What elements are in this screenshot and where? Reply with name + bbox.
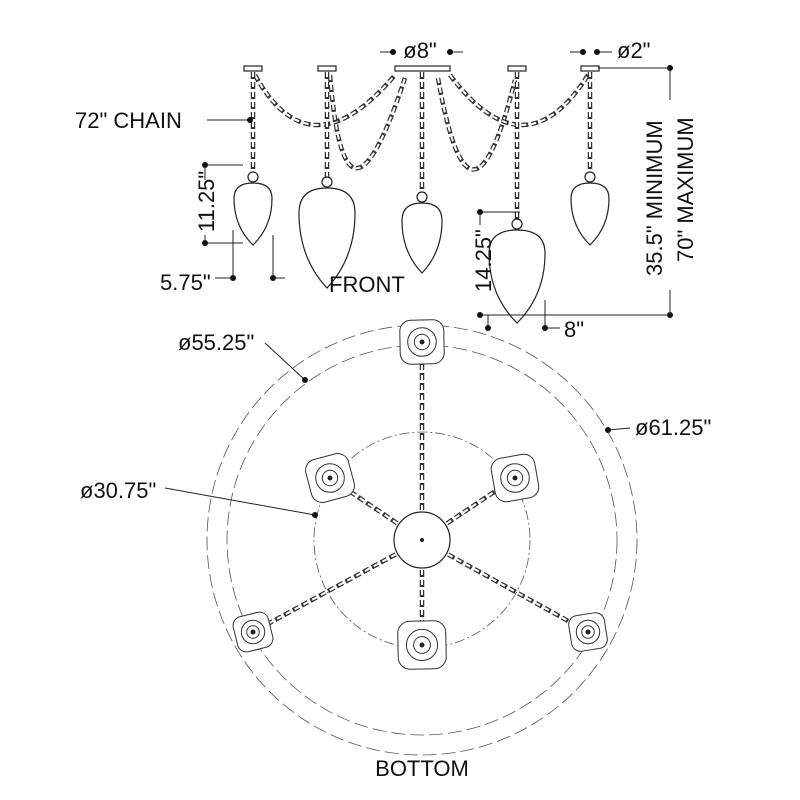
diffuser-ring (500, 463, 530, 493)
chain-link-highlight (254, 74, 396, 126)
dimension-line (264, 342, 306, 381)
large-pendant-width-label: 8" (564, 317, 584, 342)
main-canopy (394, 65, 451, 72)
middle-diameter-label: ø55.25" (178, 330, 254, 355)
chain-link-highlight (449, 74, 589, 126)
dimension-line (164, 487, 316, 516)
diffuser-inner-ring (246, 625, 260, 639)
glass-pendant (570, 182, 610, 246)
pendant-cap (511, 218, 523, 230)
diffuser-inner-ring (321, 469, 339, 487)
diffuser-center (419, 642, 425, 648)
canopy-diameter-label: ø8" (403, 38, 436, 63)
canopy (507, 65, 527, 72)
diffuser-center (327, 475, 333, 481)
dimension-point (447, 49, 453, 55)
pendant-cap (247, 171, 259, 183)
diffuser-center (250, 629, 256, 635)
diffuser-ring (407, 327, 437, 357)
diffuser-ring (405, 628, 439, 662)
large-pendant-height-label: 14.25" (471, 229, 496, 292)
diffuser-inner-ring (506, 469, 524, 487)
dimension-point (390, 49, 396, 55)
pendant-cap (584, 171, 596, 183)
glass-pendant (298, 187, 356, 289)
chain-link-highlight (421, 539, 589, 633)
dimension-point (247, 117, 253, 123)
dimension-point (594, 49, 600, 55)
dimension-point (580, 49, 586, 55)
overall-height-min-label: 35.5" MINIMUM (642, 120, 667, 276)
diffuser-ring (575, 619, 601, 645)
dimension-lines (164, 49, 673, 518)
outer-diameter-label: ø61.25" (635, 415, 711, 440)
chain-length-label: 72" CHAIN (75, 108, 182, 133)
dimension-point (312, 512, 318, 518)
canopy (317, 65, 337, 72)
diffuser-inner-ring (413, 636, 431, 654)
small-pendant-height-label: 11.25" (194, 171, 219, 232)
canopy (243, 65, 263, 72)
dimension-point (605, 427, 611, 433)
center-point (420, 538, 424, 542)
chain (327, 74, 408, 171)
diffuser-center (585, 629, 591, 635)
canopy (580, 65, 600, 72)
dimension-point (485, 325, 491, 331)
pendant-cap (416, 191, 428, 203)
diffuser-inner-ring (413, 333, 431, 351)
diffuser-ring (315, 463, 345, 493)
overall-height-max-label: 70" MAXIMUM (673, 117, 698, 262)
front-view (233, 65, 610, 324)
glass-pendant (488, 229, 546, 324)
front-view-title: FRONT (329, 272, 405, 297)
diffuser-center (419, 339, 425, 345)
pendant-cap (321, 176, 333, 188)
diffuser-center (512, 475, 518, 481)
small-canopy-diameter-label: ø2" (617, 38, 650, 63)
glass-pendant (401, 202, 443, 274)
bottom-view (206, 319, 638, 756)
dimension-point (477, 312, 483, 318)
diffuser-inner-ring (581, 625, 595, 639)
dimension-line (607, 427, 631, 431)
chain-link-highlight (329, 74, 406, 170)
chain-link-highlight (252, 539, 423, 633)
dimension-point (302, 377, 308, 383)
glass-pendant (233, 182, 273, 246)
inner-diameter-label: ø30.75" (80, 478, 156, 503)
small-pendant-width-label: 5.75" (160, 270, 211, 295)
bottom-view-title: BOTTOM (375, 756, 469, 781)
diffuser-ring (240, 619, 266, 645)
